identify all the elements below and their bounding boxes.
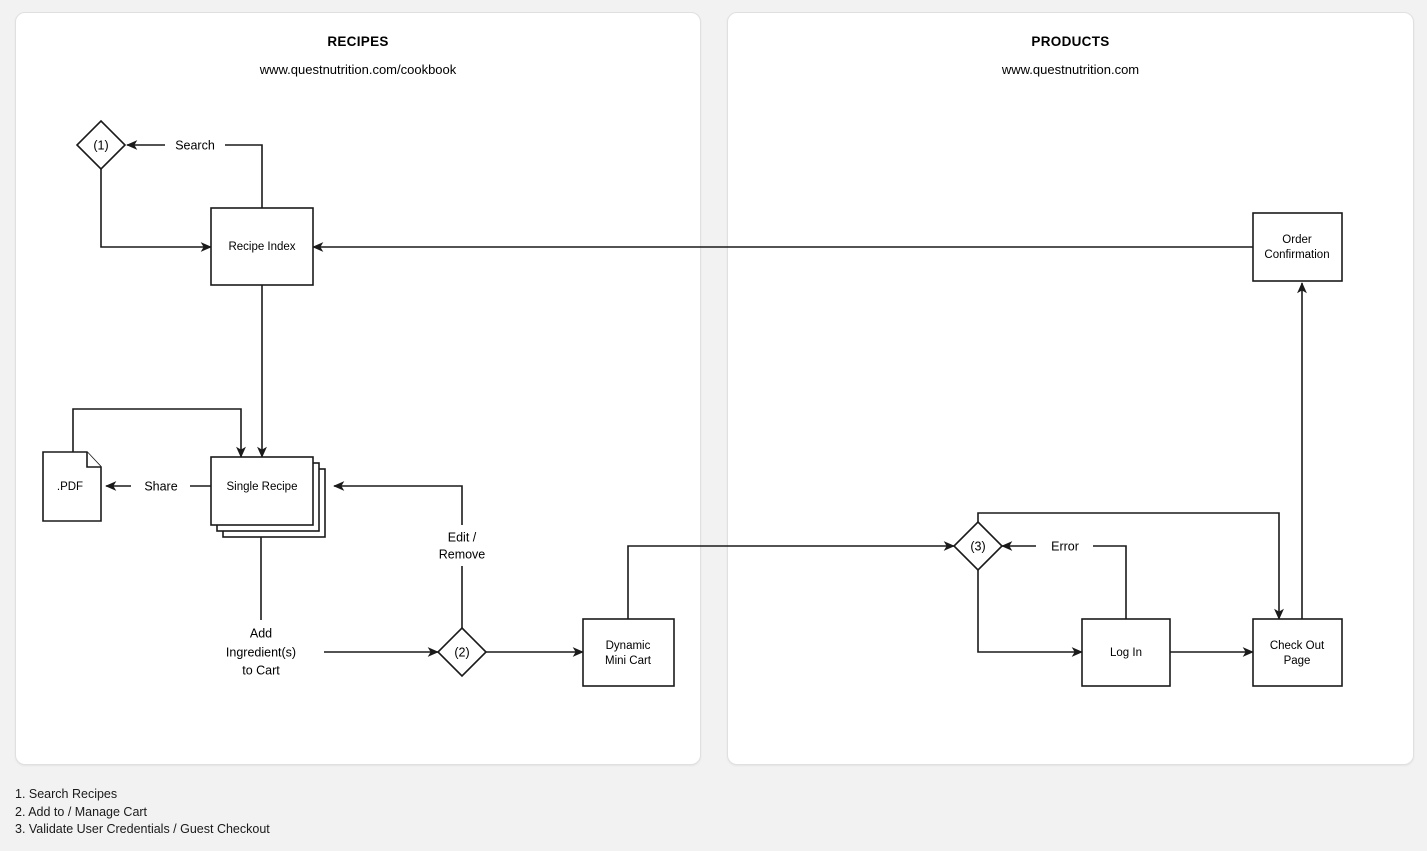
node-pdf-label: .PDF <box>57 481 83 493</box>
node-check-out-page-label-1: Check Out <box>1270 640 1325 652</box>
add-cart-label-bg <box>196 621 324 681</box>
node-dynamic-mini-cart-label-2: Mini Cart <box>605 655 652 667</box>
node-recipe-index-label: Recipe Index <box>228 241 295 253</box>
node-order-confirmation-label-1: Order <box>1282 234 1312 246</box>
edge-login-error-to-decision3-stub <box>1093 545 1127 619</box>
edge-label-search: Search <box>175 138 215 152</box>
node-dynamic-mini-cart[interactable]: Dynamic Mini Cart <box>582 618 675 687</box>
legend-item-2: 2. Add to / Manage Cart <box>15 804 148 819</box>
edge-label-edit-remove-1: Edit / <box>448 530 477 544</box>
edit-remove-label-bg <box>425 526 499 566</box>
edge-decision3-to-login <box>977 570 1083 657</box>
panel-recipes-subtitle: www.questnutrition.com/cookbook <box>259 62 457 77</box>
edge-search-to-decision1 <box>224 144 263 208</box>
edge-label-add-cart-1: Add <box>250 626 272 640</box>
node-single-recipe-label: Single Recipe <box>227 481 298 493</box>
edge-label-share: Share <box>144 479 177 493</box>
edge-decision1-to-recipe-index <box>100 169 212 252</box>
node-decision-3-label: (3) <box>970 539 985 553</box>
node-check-out-page-label-2: Page <box>1284 655 1311 667</box>
edge-edit-remove-upper-to-single-recipe <box>333 481 463 525</box>
edge-label-edit-remove-2: Remove <box>439 547 486 561</box>
panel-products: PRODUCTS www.questnutrition.com <box>727 12 1414 765</box>
node-decision-2[interactable]: (2) <box>436 626 488 678</box>
node-recipe-index[interactable]: Recipe Index <box>210 207 314 286</box>
edge-pdf-to-single-recipe <box>72 408 246 458</box>
edge-decision3-to-check-out-page <box>977 512 1284 620</box>
node-single-recipe[interactable]: Single Recipe <box>210 456 326 538</box>
error-label-bg <box>1038 537 1092 556</box>
edge-label-add-cart-3: to Cart <box>242 663 280 677</box>
node-decision-1-label: (1) <box>93 138 108 152</box>
edge-label-error: Error <box>1051 539 1079 553</box>
panel-products-title: PRODUCTS <box>1031 34 1110 49</box>
node-pdf-document[interactable]: .PDF <box>42 451 102 522</box>
legend: 1. Search Recipes 2. Add to / Manage Car… <box>15 786 270 839</box>
edge-label-add-cart-2: Ingredient(s) <box>226 645 296 659</box>
panel-products-subtitle: www.questnutrition.com <box>1001 62 1140 77</box>
node-order-confirmation[interactable]: Order Confirmation <box>1252 212 1343 282</box>
panel-recipes-title: RECIPES <box>327 34 389 49</box>
node-log-in[interactable]: Log In <box>1081 618 1171 687</box>
node-decision-2-label: (2) <box>454 645 469 659</box>
node-check-out-page[interactable]: Check Out Page <box>1252 618 1343 687</box>
node-decision-1[interactable]: (1) <box>75 119 127 171</box>
node-log-in-label: Log In <box>1110 647 1142 659</box>
node-decision-3[interactable]: (3) <box>952 520 1004 572</box>
share-label-bg <box>133 477 189 496</box>
node-dynamic-mini-cart-label-1: Dynamic <box>606 640 651 652</box>
node-order-confirmation-label-2: Confirmation <box>1264 249 1329 261</box>
legend-item-3: 3. Validate User Credentials / Guest Che… <box>15 822 270 836</box>
edge-dynamic-mini-cart-to-decision3 <box>627 541 955 619</box>
legend-item-1: 1. Search Recipes <box>15 787 118 801</box>
search-label-bg <box>165 136 225 155</box>
